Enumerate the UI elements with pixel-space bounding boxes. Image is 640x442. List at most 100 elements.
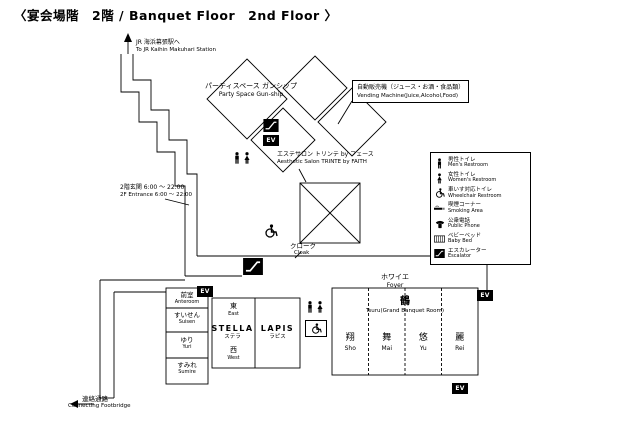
vending-machine-label: 自動販売機（ジュース・お酒・食品類） Vending Machine(Juice…: [352, 80, 470, 104]
room-suisen: すいせん Suisen: [166, 311, 208, 326]
salon-label-jp: エステサロン トリンテ by フェース: [277, 151, 374, 158]
stella-name: STELLA: [211, 324, 254, 333]
tsuru-section-mai: 舞 Mai: [369, 333, 406, 352]
elevator-ev-bottom: EV: [452, 383, 468, 394]
salon-pointer-line: [298, 168, 307, 183]
west-label-en: West: [227, 355, 240, 362]
lapis-name: LAPIS: [260, 324, 295, 333]
rei-jp: 麗: [455, 333, 465, 343]
legend-en: Escalator: [448, 253, 472, 260]
foyer-label: ホワイエ Foyer: [370, 273, 420, 290]
cloak-label-en: Cloak: [294, 250, 310, 257]
mai-jp: 舞: [382, 333, 392, 343]
legend-jp: 男性トイレ: [448, 157, 476, 163]
room-lapis: LAPIS ラピス: [255, 324, 300, 342]
legend-jp: エスカレーター: [448, 247, 487, 254]
tsuru-outline: [331, 287, 479, 376]
salon-label: エステサロン トリンテ by フェース Aesthetic Salon TRIN…: [277, 151, 374, 166]
legend-jp: 公衆電話: [448, 217, 471, 224]
room-anteroom-jp: 前室: [180, 291, 194, 299]
station-label-en: To JR Kaihin Makuhari Station: [136, 46, 216, 53]
mai-en: Mai: [381, 344, 393, 352]
womens-restroom-icon: [316, 300, 324, 314]
yu-jp: 悠: [418, 333, 428, 343]
mens-restroom-icon: [434, 157, 445, 169]
womens-restroom-icon: [243, 151, 251, 165]
tsuru-section-yu: 悠 Yu: [405, 333, 442, 352]
atrium-outline: [299, 182, 361, 244]
room-sumire-en: Sumire: [178, 369, 196, 376]
east-label-en: East: [228, 311, 239, 318]
elevator-ev-right: EV: [477, 290, 493, 301]
room-sumire-jp: すみれ: [177, 361, 197, 369]
up-arrow-icon: [124, 33, 132, 54]
mens-restroom-icon: [233, 151, 241, 165]
entrance-pointer-line: [164, 198, 190, 206]
party-space-label-jp: パーティスペース ガンシップ: [205, 82, 297, 90]
mens-restroom-icon: [306, 300, 314, 314]
east-label-jp: 東: [230, 302, 237, 310]
cloak-pointer-line: [294, 251, 302, 259]
escalator-icon: [263, 119, 279, 132]
room-yuri: ゆり Yuri: [166, 336, 208, 351]
wheelchair-icon: [264, 224, 278, 238]
elevator-ev-upper: EV: [263, 135, 279, 146]
yu-en: Yu: [419, 344, 427, 352]
womens-restroom-icon: [434, 172, 445, 184]
footbridge-label-jp: 連絡通路: [82, 395, 108, 403]
vending-pointer-line: [337, 100, 353, 125]
legend-en: Men's Restroom: [448, 162, 488, 169]
legend-jp: 喫煙コーナー: [448, 202, 482, 209]
room-stella: STELLA ステラ: [210, 324, 255, 342]
foyer-label-en: Foyer: [386, 282, 404, 290]
footbridge-label: 連絡通路 Connecting Footbridge: [68, 395, 131, 411]
footbridge-label-en: Connecting Footbridge: [68, 403, 131, 410]
smoking-area-icon: [434, 203, 445, 215]
cloak-label: クローク Cloak: [290, 242, 316, 258]
station-label-jp: JR 海浜幕張駅へ: [136, 39, 180, 46]
elevator-ev-mid: EV: [197, 286, 213, 297]
legend-en: Smoking Area: [448, 207, 483, 214]
salon-label-en: Aesthetic Salon TRINTE by FAITH: [277, 158, 367, 165]
room-anteroom: 前室 Anteroom: [166, 291, 208, 306]
escalator-icon: [434, 248, 445, 260]
entrance-label: 2階玄関 6:00 〜 22:00 2F Entrance 6:00 〜 22:…: [120, 184, 192, 199]
room-yuri-jp: ゆり: [180, 336, 194, 344]
room-suisen-en: Suisen: [178, 319, 196, 326]
cloak-label-jp: クローク: [290, 242, 316, 250]
stella-lapis-outline: [211, 297, 301, 369]
station-label: JR 海浜幕張駅へ To JR Kaihin Makuhari Station: [136, 39, 216, 54]
footbridge-outline: [99, 279, 185, 399]
entrance-label-en: 2F Entrance 6:00 〜 22:00: [120, 191, 192, 198]
foyer-label-jp: ホワイエ: [381, 273, 409, 281]
vending-label-jp: 自動販売機（ジュース・お酒・食品類）: [357, 84, 465, 91]
wheelchair-restroom-icon: [305, 320, 327, 337]
rei-en: Rei: [455, 344, 465, 352]
stella-name-jp: ステラ: [224, 334, 241, 341]
left-rooms-outline: [165, 287, 209, 385]
sho-jp: 翔: [345, 333, 355, 343]
legend-jp: ベビーベッド: [448, 232, 482, 239]
legend-en: Women's Restroom: [448, 177, 497, 184]
room-suisen-jp: すいせん: [174, 311, 200, 319]
legend-en: Baby Bed: [448, 238, 472, 245]
stella-west-label: 西 West: [212, 346, 255, 362]
stella-east-label: 東 East: [212, 302, 255, 318]
page-title: 〈宴会場階 2階 / Banquet Floor 2nd Floor 〉: [14, 8, 338, 23]
room-yuri-en: Yuri: [182, 344, 192, 351]
vending-label-en: Vending Machine(Juice,Alcohol,Food): [357, 93, 459, 99]
wheelchair-restroom-icon: [434, 187, 445, 199]
room-anteroom-en: Anteroom: [174, 299, 200, 306]
sho-en: Sho: [344, 344, 356, 352]
public-phone-icon: [434, 218, 445, 230]
baby-bed-icon: [434, 233, 445, 245]
west-label-jp: 西: [230, 346, 237, 354]
party-space-label: パーティスペース ガンシップ Party Space Gun-ship: [196, 82, 306, 99]
